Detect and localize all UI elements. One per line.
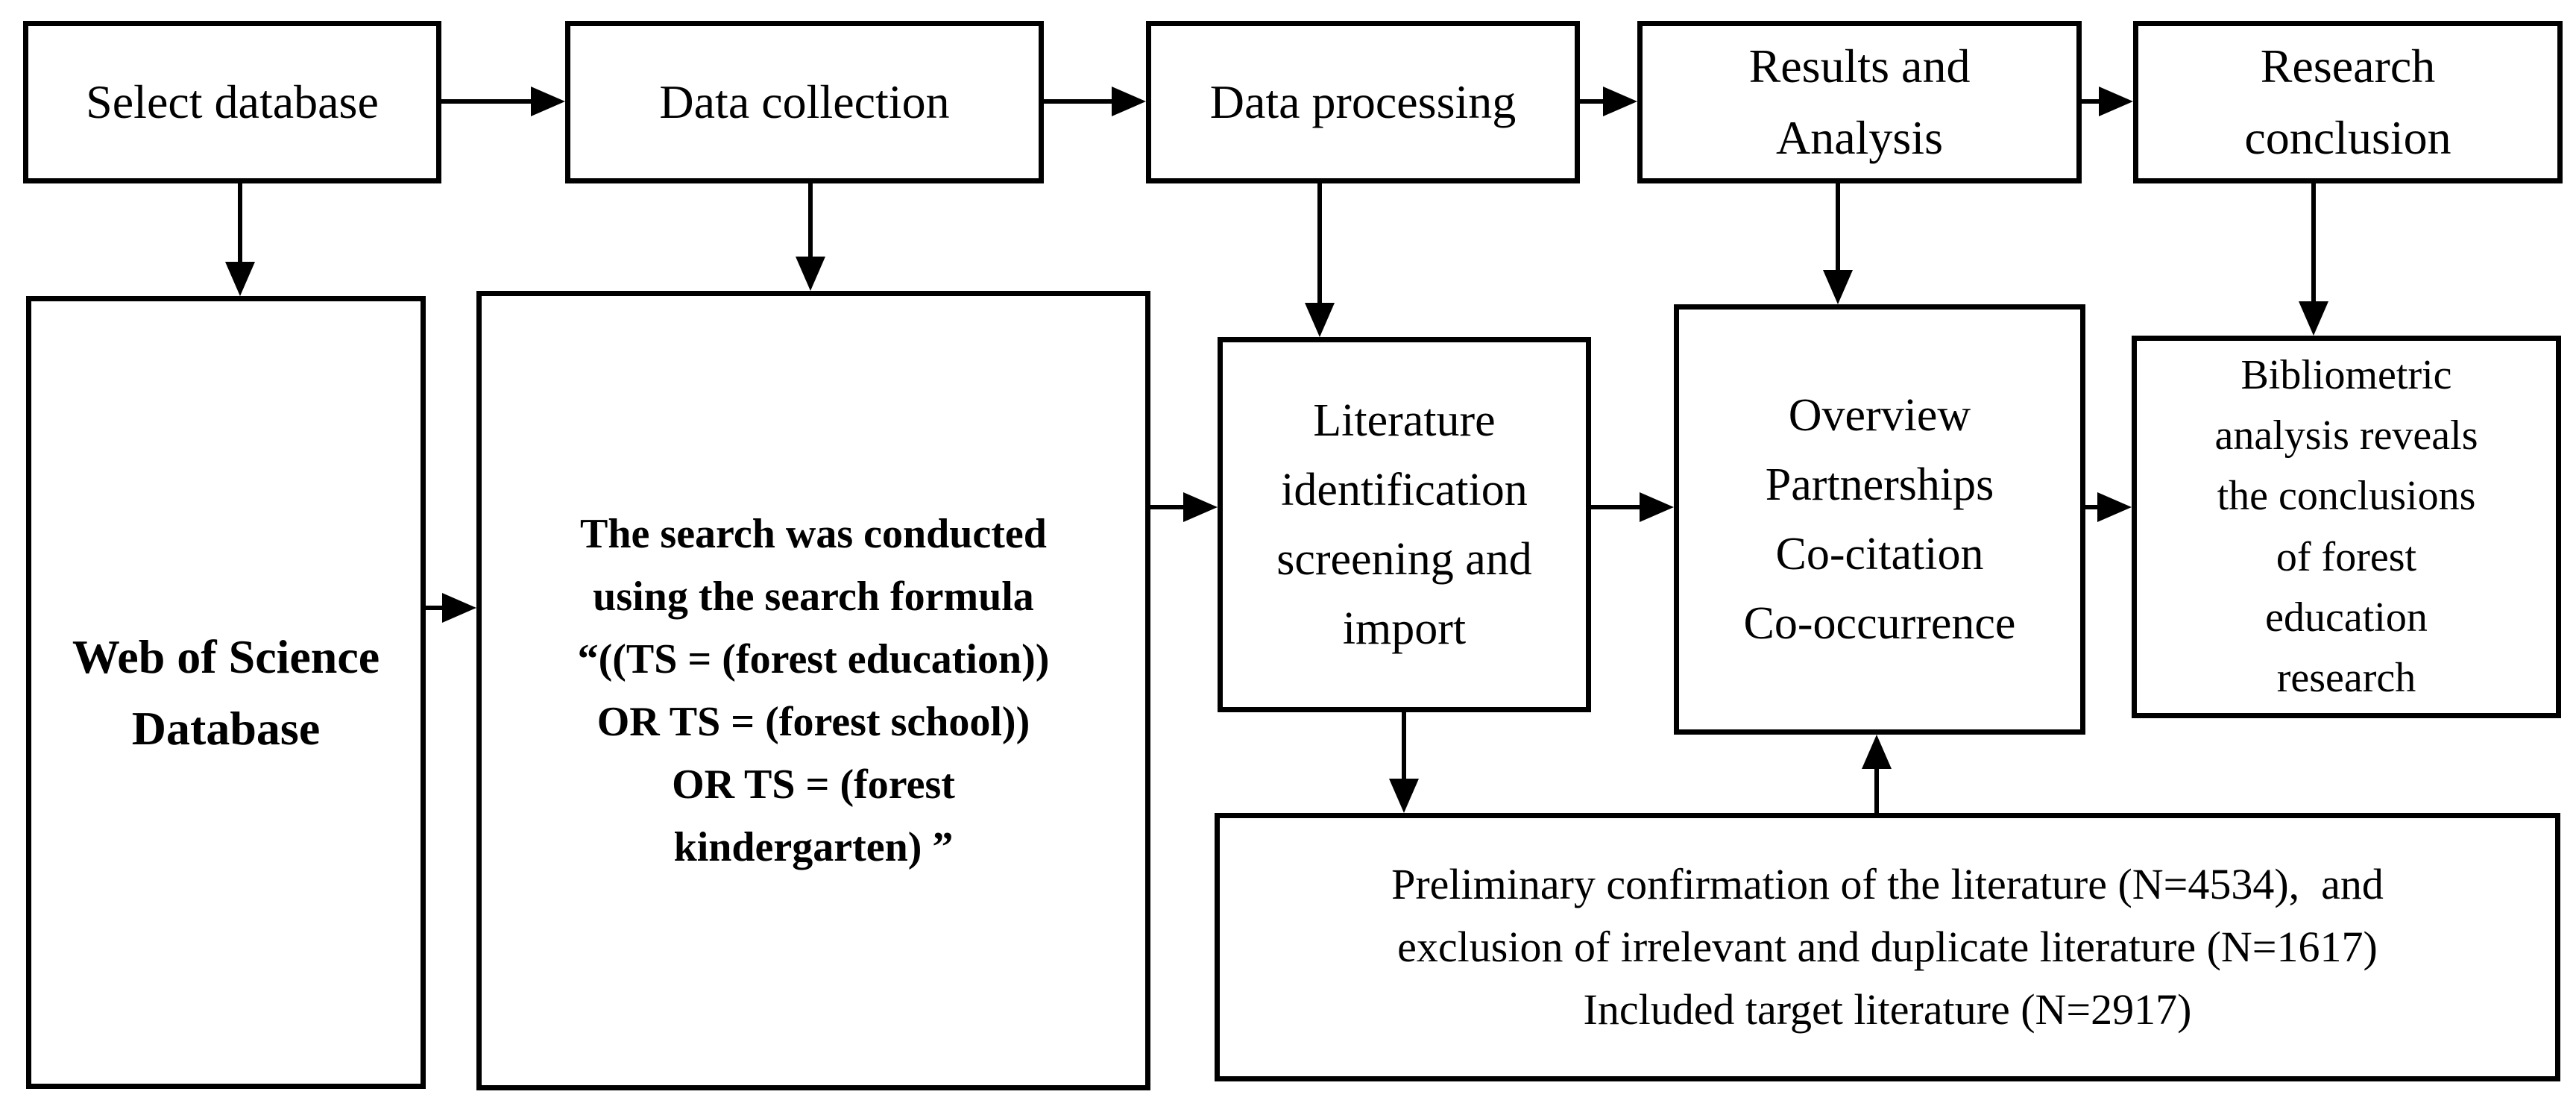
arrow-head (1862, 735, 1892, 769)
arrow-head (2097, 492, 2132, 522)
box-analysis-methods: Overview Partnerships Co-citation Co-occ… (1674, 304, 2085, 735)
arrow-head (225, 262, 255, 296)
box-literature-confirmation: Preliminary confirmation of the literatu… (1215, 813, 2560, 1081)
box-research-conclusion: Research conclusion (2133, 21, 2563, 183)
arrow-shaft (1591, 505, 1641, 509)
box-results-and-analysis: Results and Analysis (1637, 21, 2082, 183)
arrow-shaft (1044, 99, 1113, 104)
arrow-shaft (441, 99, 532, 104)
arrow-head (1112, 87, 1146, 116)
arrow-head (1640, 492, 1674, 522)
arrow-shaft (2085, 505, 2099, 509)
arrow-shaft (238, 183, 242, 263)
arrow-head (1823, 270, 1853, 304)
arrow-shaft (426, 606, 444, 610)
arrow-head (796, 257, 825, 291)
arrow-shaft (2082, 99, 2100, 104)
arrow-shaft (1317, 183, 1322, 304)
arrow-head (1183, 492, 1218, 522)
arrow-shaft (1836, 183, 1840, 271)
arrow-shaft (1580, 99, 1605, 104)
arrow-shaft (1402, 712, 1406, 780)
box-search-formula: The search was conducted using the searc… (476, 291, 1150, 1090)
box-data-collection: Data collection (565, 21, 1044, 183)
box-web-of-science-database: Web of Science Database (26, 296, 426, 1089)
arrow-head (1389, 779, 1419, 813)
arrow-head (442, 593, 476, 623)
arrow-head (2099, 87, 2133, 116)
box-bibliometric-conclusion: Bibliometric analysis reveals the conclu… (2132, 336, 2561, 718)
arrow-shaft (2311, 183, 2316, 303)
arrow-head (1603, 87, 1637, 116)
arrow-head (2299, 301, 2328, 336)
box-select-database: Select database (23, 21, 441, 183)
arrow-head (531, 87, 565, 116)
arrow-shaft (808, 183, 813, 258)
box-literature-identification: Literature identification screening and … (1218, 337, 1591, 712)
arrow-head (1305, 303, 1335, 337)
arrow-shaft (1150, 505, 1185, 509)
arrow-shaft (1874, 767, 1879, 813)
box-data-processing: Data processing (1146, 21, 1580, 183)
